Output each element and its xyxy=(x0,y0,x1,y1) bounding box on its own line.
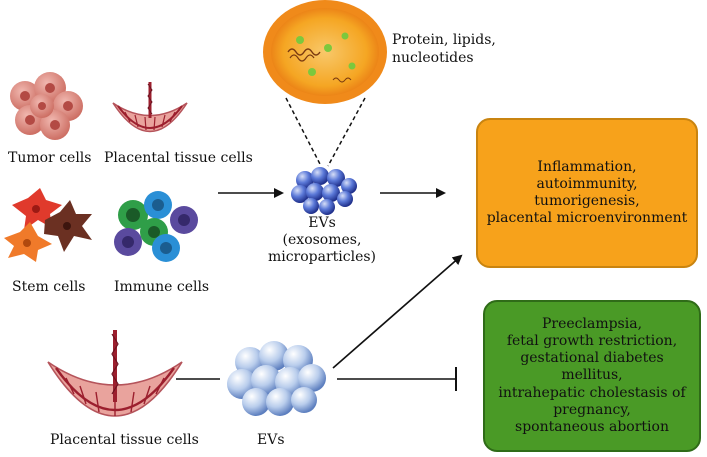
ev-cluster-icon-bottom xyxy=(227,341,326,416)
label-cargo-line-1: Protein, lipids, xyxy=(392,32,496,48)
diseases-box: Preeclampsia, fetal growth restriction, … xyxy=(483,300,701,452)
label-placental-tissue-cells-bottom: Placental tissue cells xyxy=(50,432,199,448)
effects-line-3: tumorigenesis, xyxy=(534,193,640,209)
stem-cells-icon xyxy=(4,188,92,262)
label-cargo: Protein, lipids, nucleotides xyxy=(392,32,496,67)
effects-box-text: Inflammation, autoimmunity, tumorigenesi… xyxy=(487,159,688,227)
effects-line-4: placental microenvironment xyxy=(486,210,688,227)
placenta-icon-bottom xyxy=(47,330,183,417)
diseases-line-3: gestational diabetes xyxy=(520,350,664,367)
placenta-icon-top xyxy=(112,82,188,133)
label-cargo-line-2: nucleotides xyxy=(392,49,474,66)
effects-box: Inflammation, autoimmunity, tumorigenesi… xyxy=(476,118,698,268)
effects-line-2: autoimmunity, xyxy=(536,175,638,192)
diseases-line-5: intrahepatic cholestasis of xyxy=(498,384,686,401)
label-evs-bottom: EVs xyxy=(257,432,285,448)
diseases-box-text: Preeclampsia, fetal growth restriction, … xyxy=(498,316,685,436)
zoom-line-right xyxy=(327,97,366,167)
label-immune-cells: Immune cells xyxy=(114,279,210,295)
ev-cluster-icon-top xyxy=(291,167,357,215)
label-evs-top: EVs (exosomes, microparticles) xyxy=(262,215,382,265)
tumor-cells-icon xyxy=(10,72,83,140)
diseases-line-1: Preeclampsia, xyxy=(541,316,643,333)
label-evs-top-line-3: microparticles) xyxy=(267,248,377,265)
diseases-line-6: pregnancy, xyxy=(553,401,631,418)
effects-line-1: Inflammation, xyxy=(537,158,637,175)
zoom-line-left xyxy=(285,97,322,167)
label-stem-cells: Stem cells xyxy=(12,279,86,295)
diseases-line-2: fetal growth restriction, xyxy=(506,333,678,350)
label-evs-top-line-1: EVs xyxy=(308,215,336,231)
label-evs-top-line-2: (exosomes, xyxy=(282,231,362,248)
label-placental-tissue-cells-top: Placental tissue cells xyxy=(104,150,253,166)
immune-cells-icon xyxy=(114,191,198,262)
arrow-evs-to-effects-diagonal xyxy=(332,254,463,369)
label-tumor-cells: Tumor cells xyxy=(8,150,92,166)
diseases-line-4: mellitus, xyxy=(561,367,623,384)
diseases-line-7: spontaneous abortion xyxy=(515,418,669,435)
ev-zoom-icon xyxy=(263,0,387,104)
